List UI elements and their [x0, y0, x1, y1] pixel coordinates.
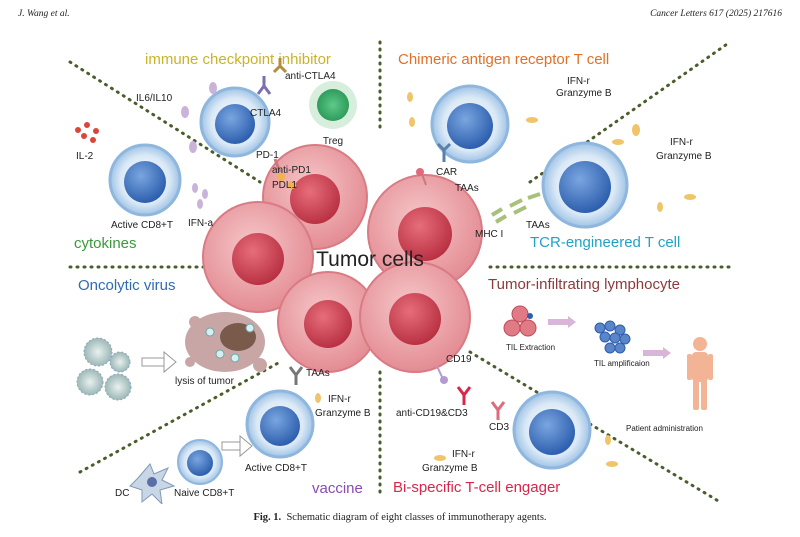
- category-checkpoint: immune checkpoint inhibitor: [145, 51, 331, 68]
- category-cytokines: cytokines: [74, 235, 137, 252]
- patient-figure-icon: [687, 337, 713, 410]
- taa-marker: [416, 168, 427, 186]
- label-treg: Treg: [323, 136, 343, 147]
- treg-cell: [309, 81, 357, 129]
- antibody-icon: [256, 58, 288, 95]
- category-tcr-t: TCR-engineered T cell: [530, 234, 680, 251]
- t-cell: [512, 390, 592, 470]
- label-ifn-a: IFN-a: [188, 218, 213, 229]
- cytokine-particles: [181, 82, 217, 153]
- label-pdl1: PDL1: [272, 180, 297, 191]
- label-active-cd8-vac: Active CD8+T: [245, 463, 307, 474]
- dendritic-cell-icon: [129, 463, 176, 504]
- label-taas-tcr: TAAs: [526, 220, 550, 231]
- label-car: CAR: [436, 167, 457, 178]
- label-ifn-r-tcr: IFN-r: [670, 137, 693, 148]
- tumor-cell: [359, 261, 471, 373]
- ifn-a-particles: [192, 183, 208, 209]
- running-header-authors: J. Wang et al.: [18, 9, 70, 19]
- t-cell: [199, 86, 271, 158]
- label-granzyme-bite: Granzyme B: [422, 463, 478, 474]
- label-naive-cd8: Naive CD8+T: [174, 488, 234, 499]
- car-receptor-icon: [436, 142, 452, 162]
- til-tumor-cluster-icon: [503, 305, 537, 337]
- category-car-t: Chimeric antigen receptor T cell: [398, 51, 609, 68]
- virus-particles: [76, 337, 132, 401]
- running-header-journal: Cancer Letters 617 (2025) 217616: [650, 9, 782, 19]
- label-lysis: lysis of tumor: [175, 376, 235, 387]
- label-taas-vac: TAAs: [306, 368, 330, 379]
- cd19-marker: [436, 365, 448, 384]
- arrow-icon: [548, 316, 576, 328]
- center-label: Tumor cells: [316, 248, 424, 271]
- label-granzyme-car: Granzyme B: [556, 88, 612, 99]
- cytokine-particles: [315, 393, 321, 403]
- t-cell: [108, 143, 182, 217]
- label-pd1: PD-1: [256, 150, 279, 161]
- t-cell: [541, 141, 629, 229]
- label-til-extraction: TIL Extraction: [506, 343, 555, 352]
- label-il6-il10: IL6/IL10: [136, 93, 173, 104]
- label-granzyme-tcr: Granzyme B: [656, 151, 712, 162]
- label-active-cd8-top: Active CD8+T: [111, 220, 173, 231]
- label-dc: DC: [115, 488, 129, 499]
- label-anti-pd1: anti-PD1: [272, 165, 311, 176]
- mhc-tcr-complex-icon: [490, 192, 541, 224]
- category-vaccine: vaccine: [312, 480, 363, 497]
- label-cd19: CD19: [446, 354, 472, 365]
- label-patient-admin: Patient administration: [626, 424, 703, 433]
- category-til: Tumor-infiltrating lymphocyte: [488, 276, 680, 293]
- lysed-tumor-icon: [185, 312, 267, 372]
- label-anti-ctla4: anti-CTLA4: [285, 71, 336, 82]
- taa-antibody-icon: [288, 366, 304, 385]
- label-til-amplification: TIL amplificaion: [594, 359, 650, 368]
- label-ifn-r-car: IFN-r: [567, 76, 590, 87]
- cytokine-particles: [612, 124, 696, 212]
- expanded-til-cluster-icon: [594, 320, 631, 354]
- t-cell: [177, 439, 223, 485]
- caption-text: Schematic diagram of eight classes of im…: [286, 512, 547, 523]
- figure-caption: Fig. 1. Schematic diagram of eight class…: [0, 512, 800, 523]
- category-oncolytic: Oncolytic virus: [78, 277, 176, 294]
- label-ifn-r-vac: IFN-r: [328, 394, 351, 405]
- tumor-cluster: [202, 144, 483, 373]
- caption-label: Fig. 1.: [253, 512, 282, 523]
- label-granzyme-vac: Granzyme B: [315, 408, 371, 419]
- label-cd3: CD3: [489, 422, 509, 433]
- label-ifn-r-bite: IFN-r: [452, 449, 475, 460]
- bispecific-antibody-icon: [456, 386, 506, 420]
- arrow-icon: [643, 347, 671, 359]
- label-anti-cd19-cd3: anti-CD19&CD3: [396, 408, 468, 419]
- label-ctla4: CTLA4: [250, 108, 282, 119]
- immunotherapy-figure: Tumor cells immune checkpoint inhibitor …: [68, 40, 732, 504]
- cytokine-particles: [434, 435, 618, 467]
- category-bite: Bi-specific T-cell engager: [393, 479, 560, 496]
- label-mhc: MHC I: [475, 229, 503, 240]
- arrow-icon: [221, 434, 253, 458]
- label-il2: IL-2: [76, 151, 94, 162]
- label-taas-car: TAAs: [455, 183, 479, 194]
- t-cell: [430, 84, 510, 164]
- il2-particles: [75, 122, 99, 143]
- t-cell: [245, 389, 315, 459]
- cytokine-particles: [407, 92, 538, 127]
- tumor-cell: [202, 201, 314, 313]
- pd1-receptor-icon: [273, 158, 296, 189]
- arrow-icon: [141, 350, 177, 374]
- tumor-cell: [277, 271, 379, 373]
